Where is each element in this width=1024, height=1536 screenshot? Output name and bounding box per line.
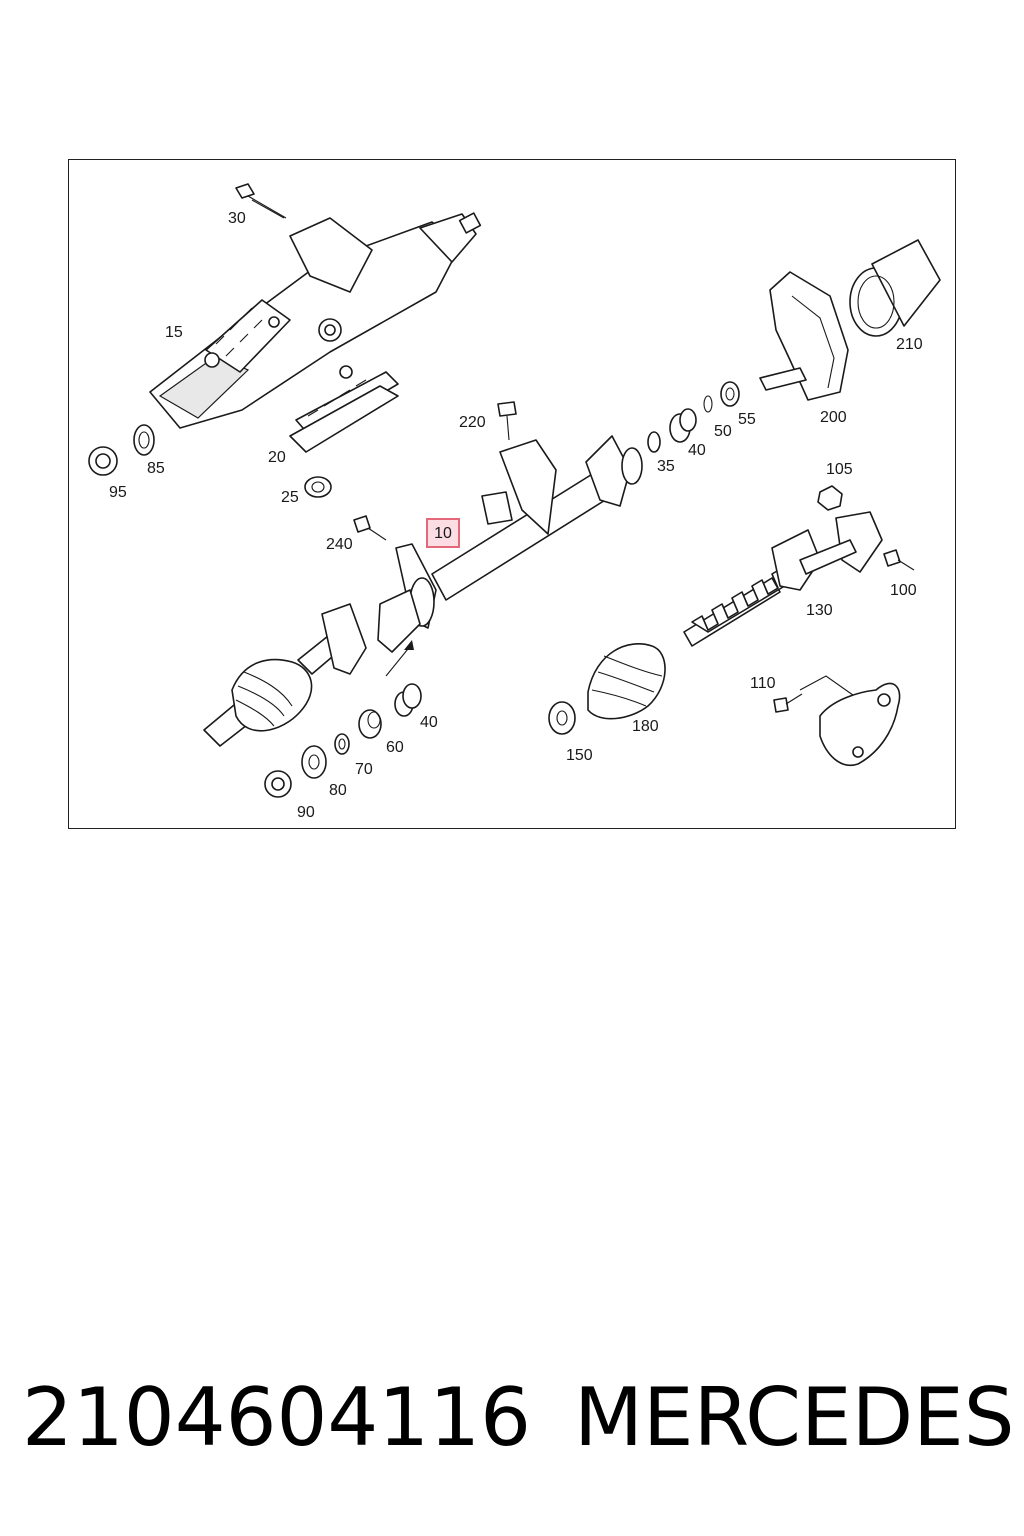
bushing-40-lower-drawing [394, 683, 422, 717]
bolt-220-drawing [497, 401, 517, 441]
lock-washer-80-drawing [301, 745, 327, 779]
callout-220[interactable]: 220 [459, 414, 486, 431]
washer-70-drawing [334, 733, 350, 755]
nut-150-drawing [548, 701, 576, 735]
boot-180-drawing [587, 643, 666, 720]
bolt-100-drawing [883, 549, 915, 571]
steering-column-15-drawing [149, 212, 482, 437]
callout-240[interactable]: 240 [326, 536, 353, 553]
callout-80[interactable]: 80 [329, 782, 347, 799]
callout-150[interactable]: 150 [566, 747, 593, 764]
nut-90-drawing [264, 770, 292, 798]
bushing-40-upper-drawing [669, 408, 697, 443]
nut-95-drawing [88, 446, 118, 476]
callout-30[interactable]: 30 [228, 210, 246, 227]
callout-60[interactable]: 60 [386, 739, 404, 756]
callout-90[interactable]: 90 [297, 804, 315, 821]
callout-40-lower[interactable]: 40 [420, 714, 438, 731]
callout-25[interactable]: 25 [281, 489, 299, 506]
left-tie-rod-drawing [203, 589, 421, 747]
callout-35[interactable]: 35 [657, 458, 675, 475]
callout-50[interactable]: 50 [714, 423, 732, 440]
callout-105[interactable]: 105 [826, 461, 853, 478]
callout-85[interactable]: 85 [147, 460, 165, 477]
sleeve-60-drawing [358, 709, 382, 739]
callout-10-highlighted[interactable]: 10 [426, 518, 460, 548]
bolt-110-drawing [773, 675, 861, 713]
bolt-240-drawing [353, 515, 387, 541]
brand-name: MERCEDES [574, 1371, 1015, 1464]
callout-95[interactable]: 95 [109, 484, 127, 501]
callout-130[interactable]: 130 [806, 602, 833, 619]
callout-200[interactable]: 200 [820, 409, 847, 426]
washer-85-drawing [133, 424, 155, 456]
tie-rod-130-drawing [683, 511, 883, 647]
bolt-30-drawing [235, 183, 287, 219]
callout-110[interactable]: 110 [750, 675, 776, 692]
sleeve-55-drawing [720, 381, 740, 407]
callout-180[interactable]: 180 [632, 718, 659, 735]
callout-20[interactable]: 20 [268, 449, 286, 466]
callout-210[interactable]: 210 [896, 336, 923, 353]
ring-35-drawing [647, 431, 661, 453]
callout-100[interactable]: 100 [890, 582, 917, 599]
bushing-25-drawing [304, 476, 332, 498]
housing-200-drawing [759, 271, 849, 401]
shaft-housing-10-drawing [395, 435, 643, 629]
callout-40-upper[interactable]: 40 [688, 442, 706, 459]
callout-15[interactable]: 15 [165, 324, 183, 341]
cover-210-drawing [849, 239, 941, 337]
parts-diagram-frame [68, 159, 956, 829]
callout-70[interactable]: 70 [355, 761, 373, 778]
part-number: 2104604116 [22, 1371, 531, 1464]
nut-105-drawing [817, 485, 843, 511]
bracket-20-drawing [289, 385, 399, 453]
callout-55[interactable]: 55 [738, 411, 756, 428]
steering-assembly-drawing [88, 183, 941, 798]
bracket-110-drawing [819, 682, 901, 767]
clip-50-drawing [703, 395, 713, 413]
